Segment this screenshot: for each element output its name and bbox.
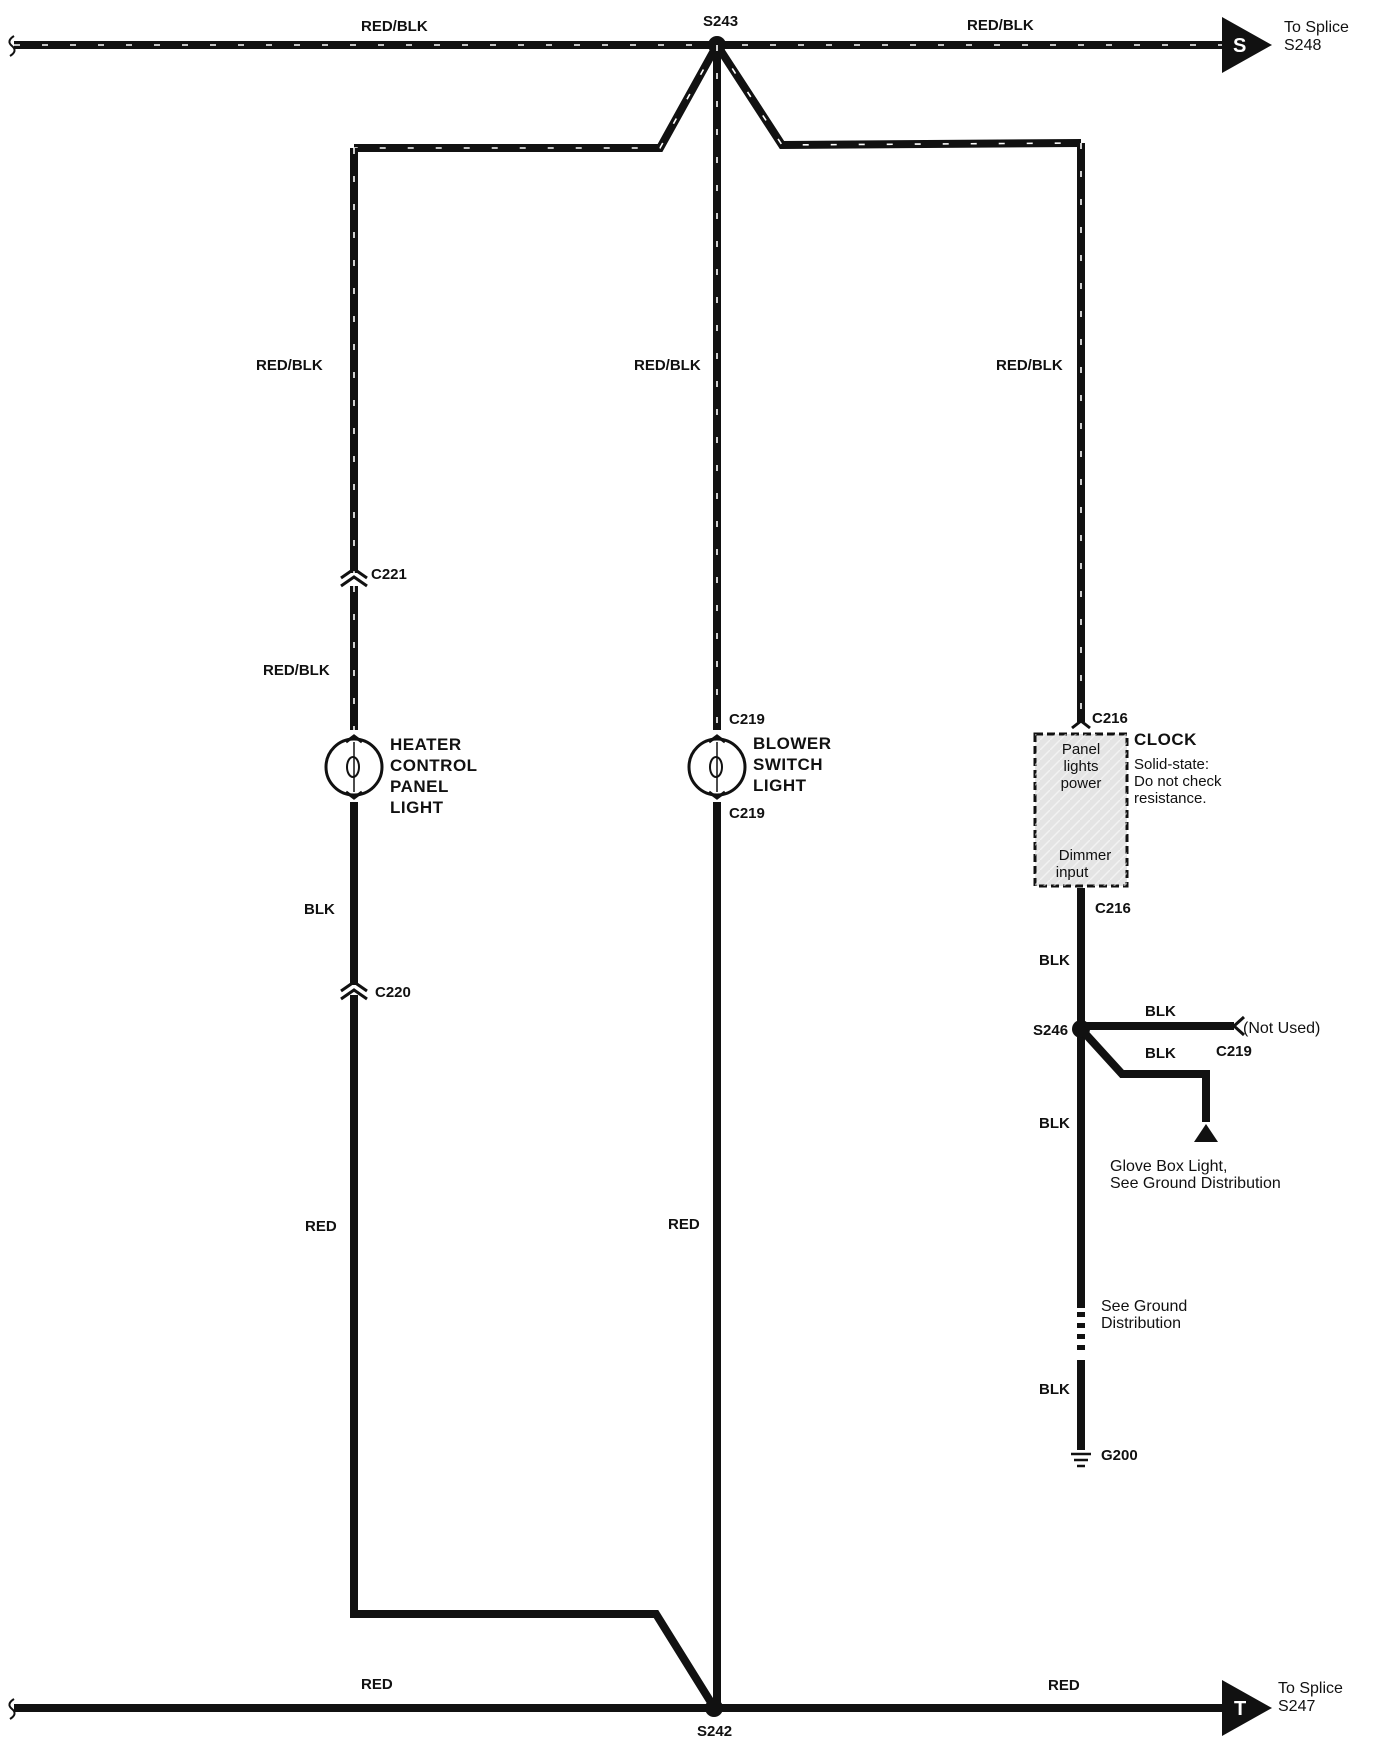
arrow-letter-s: S [1233, 35, 1246, 57]
bottom-dest-line1: To Splice [1278, 1680, 1343, 1697]
heater-red-wire-label: RED [305, 1218, 337, 1235]
pin-panel-lights-line1: Panel [1062, 741, 1100, 758]
clock-note-line2: Do not check [1134, 773, 1222, 790]
wire-break-icon-bottom [8, 1698, 16, 1720]
clock-upper-wire-label: RED/BLK [996, 357, 1063, 374]
heater-branch: C221 RED/BLK RED/BLK HEATER CONTROL PANE… [256, 148, 716, 1707]
c220-label: C220 [375, 984, 411, 1001]
glove-box-ground-arrow-icon [1194, 1124, 1218, 1142]
blower-upper-wire-label: RED/BLK [634, 357, 701, 374]
heater-upper-wire-label: RED/BLK [256, 357, 323, 374]
wire-break-icon [8, 35, 16, 57]
ground-g200-icon [1071, 1452, 1091, 1468]
clock-branch: RED/BLK C216 Panel lights power Dimmer i… [996, 143, 1320, 1468]
ground-note-line1: See Ground [1101, 1298, 1187, 1315]
clock-c216-in-label: C216 [1092, 710, 1128, 727]
blower-c219-in-label: C219 [729, 711, 765, 728]
heater-lamp-icon [324, 734, 384, 800]
s246-label: S246 [1033, 1022, 1068, 1039]
bottom-left-wire-label: RED [361, 1676, 393, 1693]
blower-name-line1: BLOWER [753, 734, 832, 753]
pin-dimmer-line2: input [1056, 864, 1089, 881]
glove-c219-label: C219 [1216, 1043, 1252, 1060]
top-dest-line2: S248 [1284, 37, 1321, 54]
stub-connector-icon [1231, 1015, 1246, 1037]
splice-s242-node [705, 1699, 723, 1717]
not-used-label: (Not Used) [1243, 1020, 1320, 1037]
glove-note-line2: See Ground Distribution [1110, 1175, 1281, 1192]
blower-c219-out-label: C219 [729, 805, 765, 822]
clock-c216-out-label: C216 [1095, 900, 1131, 917]
blower-name-line2: SWITCH [753, 755, 823, 774]
s242-label: S242 [697, 1723, 732, 1740]
s243-label: S243 [703, 13, 738, 30]
bottom-dest-line2: S247 [1278, 1698, 1315, 1715]
heater-name-line1: HEATER [390, 735, 462, 754]
heater-red-wire [350, 995, 716, 1707]
top-dest-line1: To Splice [1284, 19, 1349, 36]
glove-wire-label: BLK [1145, 1045, 1176, 1062]
to-splice-s247-arrow-icon [1222, 1680, 1272, 1736]
connector-c221-icon [340, 567, 368, 588]
bottom-bus: S242 RED RED T To Splice S247 [8, 1676, 1343, 1740]
arrow-letter-t: T [1234, 1698, 1246, 1720]
pin-dimmer-line1: Dimmer [1059, 847, 1112, 864]
blower-name-line3: LIGHT [753, 776, 807, 795]
heater-name-line2: CONTROL [390, 756, 478, 775]
bottom-right-wire-label: RED [1048, 1677, 1080, 1694]
glove-note-line1: Glove Box Light, [1110, 1158, 1227, 1175]
glove-box-wire [1078, 1026, 1210, 1122]
below-splice-wire-label: BLK [1039, 1115, 1070, 1132]
heater-name-line4: LIGHT [390, 798, 444, 817]
c221-label: C221 [371, 566, 407, 583]
clock-blk-wire-label: BLK [1039, 952, 1070, 969]
clock-note-line1: Solid-state: [1134, 756, 1209, 773]
blower-lamp-icon [687, 734, 747, 800]
clock-note-line3: resistance. [1134, 790, 1207, 807]
heater-feed-wire [354, 43, 721, 152]
top-left-wire-label: RED/BLK [361, 18, 428, 35]
connector-c220-icon [340, 980, 368, 1001]
pin-panel-lights-line2: lights [1063, 758, 1098, 775]
heater-name-line3: PANEL [390, 777, 449, 796]
heater-blk-wire-label: BLK [304, 901, 335, 918]
clock-title: CLOCK [1134, 730, 1197, 749]
g200-label: G200 [1101, 1447, 1138, 1464]
stub-wire-label: BLK [1145, 1003, 1176, 1020]
ground-wire-label: BLK [1039, 1381, 1070, 1398]
to-splice-s248-arrow-icon [1222, 17, 1272, 73]
clock-feed-wire [713, 42, 1082, 150]
pin-panel-lights-line3: power [1061, 775, 1102, 792]
top-right-wire-label: RED/BLK [967, 17, 1034, 34]
ground-note-line2: Distribution [1101, 1315, 1181, 1332]
top-bus: S To Splice S248 RED/BLK RED/BLK S243 [8, 13, 1349, 152]
heater-mid-wire-label: RED/BLK [263, 662, 330, 679]
blower-red-wire-label: RED [668, 1216, 700, 1233]
blower-branch: RED/BLK C219 BLOWER SWITCH LIGHT C219 RE… [634, 45, 832, 1708]
